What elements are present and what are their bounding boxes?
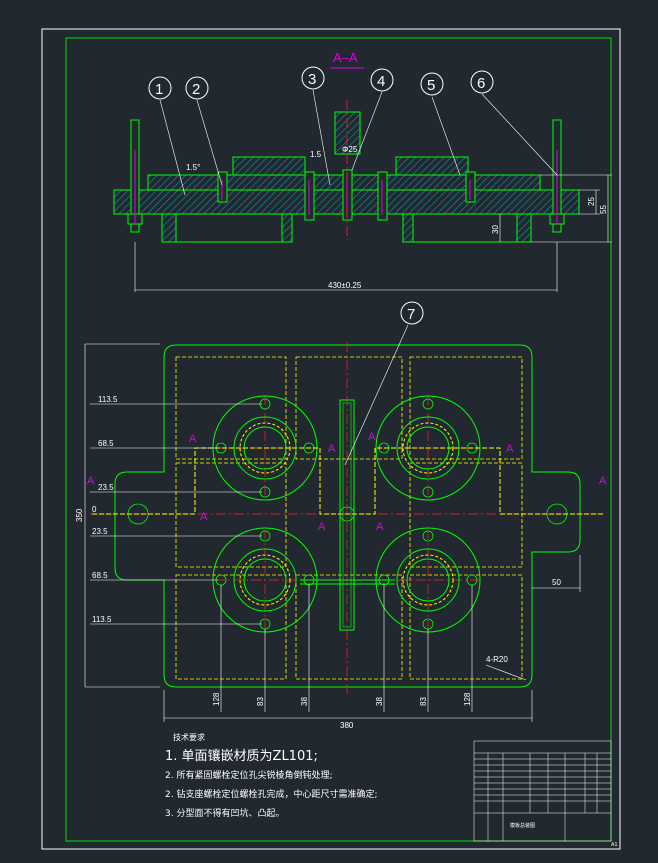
- sheet-size-label: A1: [611, 842, 618, 848]
- dim-y-113-top: 113.5: [98, 395, 118, 404]
- raised-block-right: [395, 156, 469, 176]
- dim-x-38-right: 38: [375, 697, 384, 706]
- dim-y-23-bottom: 23.5: [92, 527, 108, 536]
- technical-notes: 技术要求 1. 单面镶嵌材质为ZL101; 2. 所有紧固螺栓定位孔尖锐棱角倒钝…: [165, 732, 377, 819]
- part-balloon-6: 6: [470, 70, 494, 94]
- support-right: [402, 213, 532, 243]
- notes-title: 技术要求: [173, 732, 205, 742]
- svg-text:A: A: [376, 521, 384, 533]
- svg-text:A: A: [189, 433, 197, 445]
- svg-text:4: 4: [377, 73, 385, 90]
- svg-text:A: A: [328, 443, 336, 455]
- svg-text:5: 5: [427, 77, 435, 94]
- dim-x-83-left: 83: [256, 697, 265, 706]
- dim-dia-center: Φ25: [342, 145, 358, 154]
- support-left: [161, 213, 293, 243]
- dim-y-68-top: 68.5: [98, 439, 114, 448]
- part-balloon-4: 4: [370, 68, 394, 92]
- dim-right-offset: 50: [552, 578, 561, 587]
- dim-x-83-right: 83: [419, 697, 428, 706]
- part-balloon-7: 7: [344, 301, 424, 466]
- svg-text:A: A: [200, 511, 208, 523]
- svg-text:A: A: [318, 521, 326, 533]
- dim-height-350: 350: [75, 508, 84, 522]
- svg-text:6: 6: [477, 75, 485, 92]
- raised-block-left: [232, 156, 306, 176]
- dim-height-total: 55: [599, 205, 608, 214]
- dim-radius-note: 4-R20: [486, 655, 508, 664]
- dim-length-bottom: 430±0.25: [328, 281, 362, 290]
- dim-y-68-bottom: 68.5: [92, 571, 108, 580]
- svg-text:2: 2: [192, 81, 200, 98]
- note-item-3: 2. 钻支座螺栓定位螺栓孔完成，中心距尺寸需准确定;: [165, 788, 377, 800]
- part-balloon-3: 3: [301, 66, 325, 90]
- dim-y-23-top: 23.5: [98, 483, 114, 492]
- part-balloon-1: 1: [148, 76, 172, 100]
- sprue-block: [334, 111, 361, 155]
- note-item-4: 3. 分型面不得有凹坑、凸起。: [165, 807, 284, 819]
- dim-y-zero: 0: [92, 505, 97, 514]
- section-view: A–A: [113, 50, 612, 292]
- dim-width-380: 380: [340, 721, 354, 730]
- section-cut-line: [92, 447, 604, 515]
- note-item-2: 2. 所有紧固螺栓定位孔尖锐棱角倒钝处理;: [165, 769, 332, 781]
- svg-text:A: A: [506, 443, 514, 455]
- svg-text:1: 1: [155, 81, 163, 98]
- dim-chamfer-mid: 1.5: [310, 150, 322, 159]
- title-block: [473, 740, 612, 842]
- note-item-1: 1. 单面镶嵌材质为ZL101;: [165, 748, 318, 764]
- dim-x-128-left: 128: [212, 692, 221, 706]
- svg-text:A: A: [87, 475, 95, 487]
- section-markers: A A A A A A A A A: [87, 431, 607, 533]
- plate-outline: [114, 344, 581, 688]
- dim-chamfer-left: 1.5°: [186, 163, 200, 172]
- svg-text:A: A: [599, 475, 607, 487]
- svg-text:A: A: [368, 431, 376, 443]
- dim-x-128-right: 128: [463, 692, 472, 706]
- sheet-outer-border: [41, 28, 621, 850]
- part-balloon-5: 5: [420, 72, 444, 96]
- svg-text:7: 7: [407, 306, 415, 323]
- dim-y-113-bottom: 113.5: [92, 615, 112, 624]
- dim-x-38-left: 38: [300, 697, 309, 706]
- svg-text:3: 3: [308, 71, 316, 88]
- part-balloon-2: 2: [185, 76, 209, 100]
- dim-height-top: 25: [587, 197, 596, 206]
- section-title: A–A: [333, 50, 358, 65]
- sheet-inner-frame: [65, 37, 612, 842]
- plan-view: A A A A A A A A A 7 113.5: [75, 301, 607, 730]
- drawing-name: 模板总装图: [510, 822, 535, 829]
- dim-height-center: 30: [491, 225, 500, 234]
